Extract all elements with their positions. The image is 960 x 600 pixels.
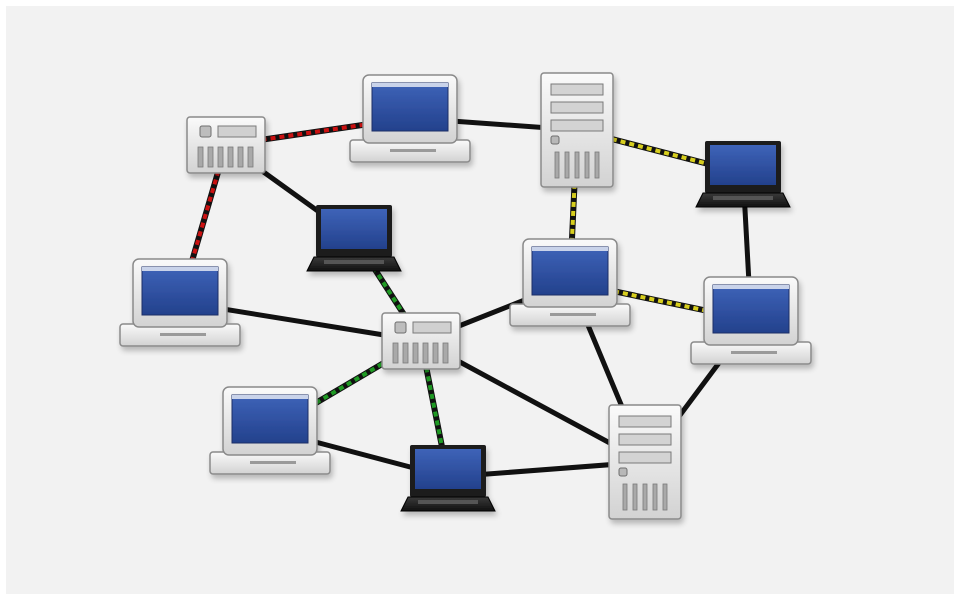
laptop-top-right-node [695,141,791,208]
desktop-bottom-left-node [209,386,331,475]
desktop-monitor-icon [119,258,241,347]
tower-server-icon [540,72,614,188]
router-center-node [381,312,461,370]
server-bottom-right-node [608,404,682,520]
server-top-node [540,72,614,188]
laptop-bottom-node [400,445,496,512]
router-icon [186,116,266,174]
nodes-layer [119,72,812,520]
desktop-top-node [349,74,471,163]
laptop-icon [306,205,402,272]
router-top-left-node [186,116,266,174]
laptop-center-left-node [306,205,402,272]
desktop-monitor-icon [349,74,471,163]
desktop-monitor-icon [690,276,812,365]
desktop-right-node [690,276,812,365]
desktop-center-right-node [509,238,631,327]
desktop-monitor-icon [209,386,331,475]
router-icon [381,312,461,370]
laptop-icon [400,445,496,512]
tower-server-icon [608,404,682,520]
desktop-left-node [119,258,241,347]
laptop-icon [695,141,791,208]
desktop-monitor-icon [509,238,631,327]
